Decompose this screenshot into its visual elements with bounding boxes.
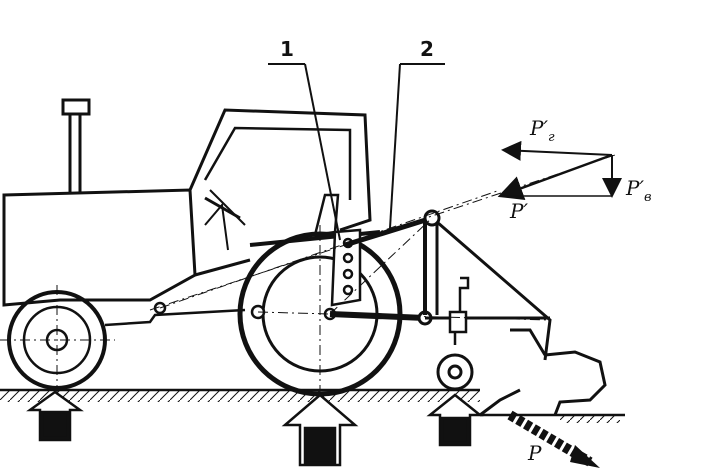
ground	[0, 388, 625, 423]
hitch-plate	[330, 228, 362, 307]
resultant-force-arrow	[507, 410, 600, 468]
callout-2-label: 2	[420, 37, 434, 61]
front-wheel	[0, 285, 115, 395]
force-vector-diagram	[497, 140, 622, 201]
callout-1-label: 1	[280, 37, 294, 61]
force-label-resultant: P′	[509, 199, 528, 223]
reaction-arrows	[26, 390, 484, 467]
callout-leaders	[268, 63, 445, 241]
force-lines	[149, 154, 616, 321]
force-label-vertical: P′в	[625, 176, 652, 205]
force-label-P: P	[527, 441, 542, 465]
force-label-horizontal: P′г	[529, 116, 555, 145]
